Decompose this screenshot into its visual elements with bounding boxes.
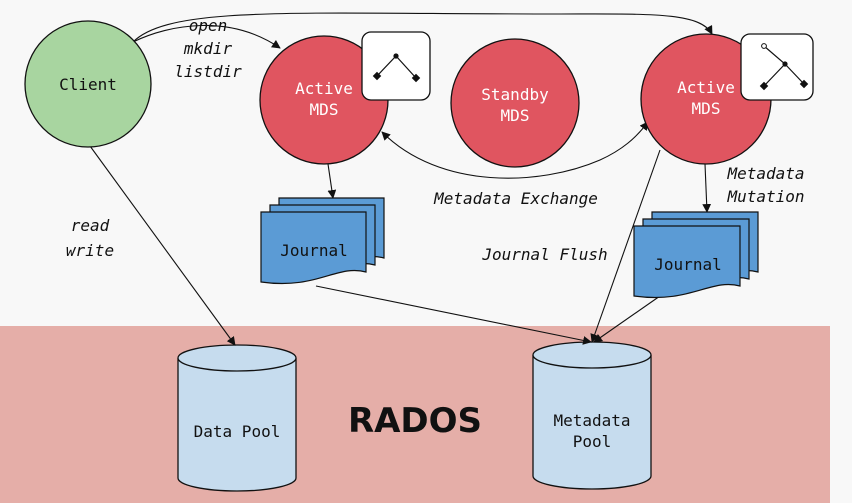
- active-mds-right-line1: Active: [677, 78, 735, 97]
- standby-mds-node[interactable]: Standby MDS: [450, 38, 580, 168]
- client-node[interactable]: Client: [24, 20, 152, 148]
- right-mds-to-metadata-pool-edge: [590, 149, 661, 343]
- edge-label-write: write: [66, 241, 114, 260]
- left-mds-to-journal-edge: [327, 163, 337, 199]
- active-mds-right-line2: MDS: [692, 99, 721, 118]
- metadata-pool-cylinder[interactable]: Metadata Pool: [532, 341, 652, 490]
- journal-right-label: Journal: [654, 255, 721, 274]
- tree-icon: [361, 31, 431, 101]
- edge-label-open: open: [189, 16, 228, 35]
- client-to-left-mds-edge: [132, 24, 281, 49]
- tree-icon: [740, 33, 814, 101]
- right-mds-to-journal-edge: [702, 163, 712, 213]
- data-pool-label: Data Pool: [194, 422, 281, 441]
- right-journal-to-metadata-pool-edge: [593, 295, 661, 343]
- edge-label-metadata-mutation-line2: Mutation: [726, 187, 804, 206]
- client-label: Client: [59, 75, 117, 94]
- metadata-exchange-edge: [381, 121, 649, 179]
- rados-label: RADOS: [348, 401, 482, 441]
- edge-label-read: read: [71, 216, 110, 235]
- metadata-pool-label-line1: Metadata: [553, 411, 630, 430]
- journal-left-stack[interactable]: Journal: [260, 197, 385, 285]
- active-mds-left-line2: MDS: [310, 100, 339, 119]
- journal-left-label: Journal: [280, 241, 347, 260]
- left-journal-to-metadata-pool-edge: [315, 285, 592, 345]
- active-mds-left-line1: Active: [295, 79, 353, 98]
- edge-label-mkdir: mkdir: [183, 39, 233, 58]
- client-to-data-pool-edge: [89, 145, 236, 346]
- standby-mds-line1: Standby: [481, 85, 549, 104]
- journal-right-stack[interactable]: Journal: [633, 211, 759, 299]
- standby-mds-line2: MDS: [501, 106, 530, 125]
- edge-label-journal-flush: Journal Flush: [481, 245, 607, 264]
- client-to-right-mds-edge: [132, 12, 713, 43]
- metadata-pool-label-line2: Pool: [573, 432, 612, 451]
- edge-label-listdir: listdir: [174, 62, 242, 81]
- rados-band: [0, 326, 830, 503]
- edge-label-metadata-mutation-line1: Metadata: [726, 164, 804, 183]
- edge-label-metadata-exchange: Metadata Exchange: [433, 189, 598, 208]
- data-pool-cylinder[interactable]: Data Pool: [177, 344, 297, 492]
- active-mds-left-node[interactable]: Active MDS: [259, 35, 389, 165]
- active-mds-right-node[interactable]: Active MDS: [640, 33, 772, 165]
